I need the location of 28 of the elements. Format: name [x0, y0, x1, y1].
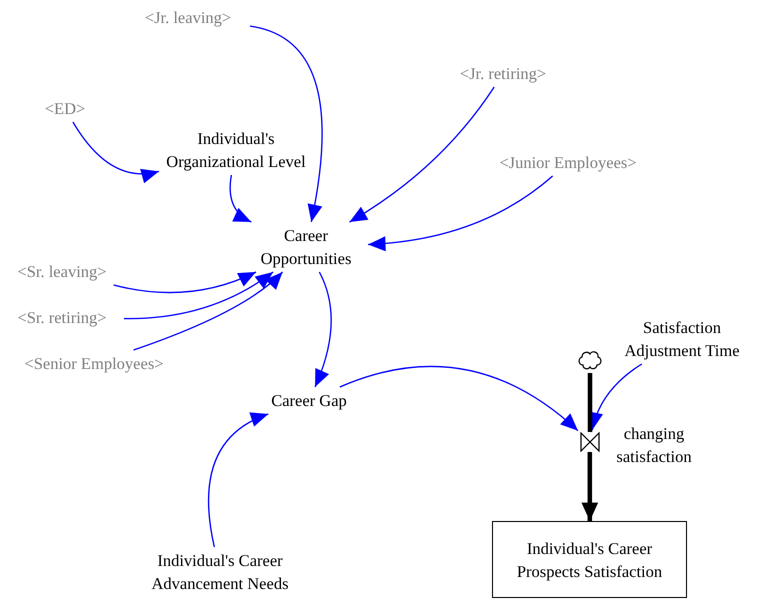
link-arrow: [113, 271, 256, 294]
variable-label: Career Opportunities: [260, 225, 352, 270]
shadow-variable-label: <Sr. retiring>: [16, 307, 108, 329]
variable-label: Individual's Career Prospects Satisfaction: [516, 538, 664, 582]
flow-pipe: [588, 373, 592, 432]
link-arrow: [133, 272, 283, 351]
shadow-variable-label: <ED>: [44, 98, 86, 120]
variable-label: Individual's Organizational Level: [165, 128, 307, 173]
flow-pipe: [581, 452, 598, 521]
stock-box: [492, 521, 687, 598]
shadow-variable-label: <Sr. leaving>: [16, 261, 108, 283]
shadow-variable-label: <Jr. leaving>: [144, 7, 232, 29]
variable-label: Career Gap: [270, 390, 348, 412]
flow-label: changing satisfaction: [615, 423, 693, 468]
link-arrow: [72, 122, 160, 182]
link-arrow: [314, 272, 332, 388]
shadow-variable-label: <Junior Employees>: [498, 152, 638, 174]
shadow-variable-label: <Jr. retiring>: [458, 63, 548, 85]
link-arrow: [250, 25, 323, 222]
link-arrow: [340, 366, 578, 432]
link-arrow: [208, 413, 269, 548]
variable-label: Satisfaction Adjustment Time: [623, 317, 741, 362]
link-arrow: [124, 271, 274, 320]
variable-label: Individual's Career Advancement Needs: [150, 550, 290, 595]
link-arrow: [368, 176, 554, 251]
link-arrow: [230, 174, 252, 223]
link-arrow: [349, 86, 495, 223]
shadow-variable-label: <Senior Employees>: [23, 353, 165, 375]
